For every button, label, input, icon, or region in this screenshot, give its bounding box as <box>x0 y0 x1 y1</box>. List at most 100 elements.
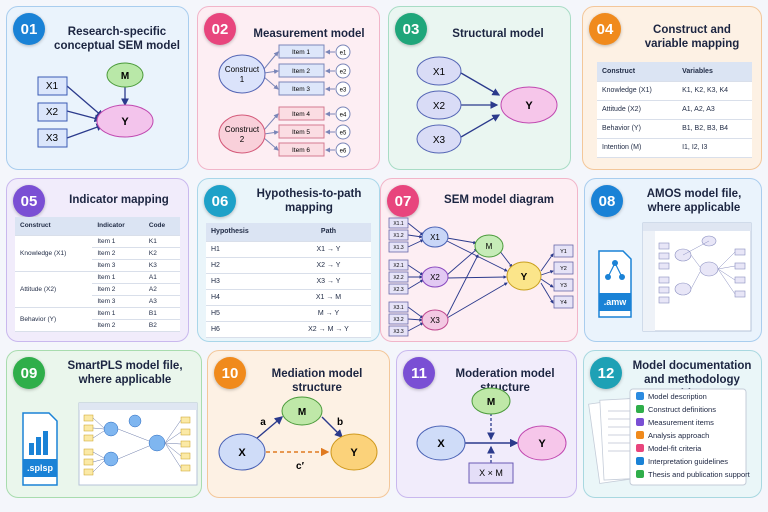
badge-12: 12 <box>590 357 622 389</box>
sem-x2-node <box>421 266 449 288</box>
sem-indicators-right <box>553 244 574 309</box>
document-stack <box>588 388 747 486</box>
svg-text:Item 4: Item 4 <box>292 111 310 118</box>
svg-text:Construct: Construct <box>225 65 260 74</box>
svg-text:Item 1: Item 1 <box>292 49 310 56</box>
svg-text:e3: e3 <box>340 88 347 94</box>
table-row: Attitude (X2)A1, A2, A3 <box>597 100 752 120</box>
svg-text:X3.1: X3.1 <box>393 305 404 311</box>
svg-text:Item 6: Item 6 <box>292 147 310 154</box>
svg-text:Y: Y <box>350 447 358 459</box>
sem-x1-node <box>421 226 449 248</box>
svg-text:X3: X3 <box>46 133 59 144</box>
check-icon <box>636 431 644 439</box>
y-node <box>500 86 558 124</box>
svg-text:c′: c′ <box>296 461 305 472</box>
moderation-diagram: X M Y X × M <box>416 387 567 484</box>
check-icon <box>636 470 644 478</box>
mediation-diagram: X M Y a b c′ <box>218 396 378 472</box>
svg-text:Y3: Y3 <box>560 283 567 289</box>
svg-text:X1.1: X1.1 <box>393 221 404 227</box>
sem-y-node <box>506 261 542 291</box>
sem-diagram: X1.1 X1.2 X1.3 X2.1 X2.2 X2.3 X3.1 X3.2 … <box>388 217 574 337</box>
checklist-item: Measurement items <box>636 418 714 427</box>
checklist-item: Model description <box>636 392 707 401</box>
x-node <box>416 425 466 461</box>
svg-text:X2: X2 <box>46 107 59 118</box>
check-icon <box>636 392 644 400</box>
check-icon <box>636 444 644 452</box>
checklist-item: Interpretation guidelines <box>636 457 728 466</box>
badge-10: 10 <box>214 357 246 389</box>
sem-indicators-left <box>388 217 409 337</box>
y-node <box>96 104 154 138</box>
svg-text:X2.3: X2.3 <box>393 287 404 293</box>
svg-text:X1: X1 <box>433 67 446 78</box>
badge-11: 11 <box>403 357 435 389</box>
m-node <box>106 62 144 88</box>
svg-text:X: X <box>238 447 246 459</box>
svg-text:X2: X2 <box>433 101 446 112</box>
x1-node <box>37 76 68 96</box>
badge-01: 01 <box>13 13 45 45</box>
card-sem-diagram: 07 SEM model diagram <box>380 178 578 342</box>
svg-text:Y: Y <box>525 100 533 112</box>
card-smartpls-file: 09 SmartPLS model file,where applicable … <box>6 350 202 498</box>
card-title: Measurement model <box>253 28 365 40</box>
svg-text:b: b <box>337 417 343 428</box>
badge-06: 06 <box>204 185 236 217</box>
card-moderation-structure: 11 Moderation model structure X M Y X × … <box>396 350 577 498</box>
x1-node <box>416 56 462 86</box>
table-row: Knowledge (X1)K1, K2, K3, K4 <box>597 81 752 101</box>
structural-diagram: X1 X2 X3 Y <box>416 56 558 154</box>
svg-text:X1.2: X1.2 <box>393 233 404 239</box>
m-node <box>471 387 511 415</box>
item-boxes <box>278 44 325 157</box>
svg-text:Y4: Y4 <box>560 300 567 306</box>
svg-text:X3.3: X3.3 <box>393 329 404 335</box>
badge-03: 03 <box>395 13 427 45</box>
svg-text:X1.3: X1.3 <box>393 245 404 251</box>
checklist-item: Model-fit criteria <box>636 444 701 453</box>
svg-text:M: M <box>486 242 493 251</box>
svg-text:X1: X1 <box>46 81 59 92</box>
badge-02: 02 <box>204 13 236 45</box>
svg-text:X × M: X × M <box>479 468 503 478</box>
svg-text:e2: e2 <box>340 70 347 76</box>
badge-04: 04 <box>589 13 621 45</box>
construct1-node <box>218 54 266 94</box>
card-title: Indicator mapping <box>69 194 169 206</box>
svg-text:X1: X1 <box>430 233 440 242</box>
checklist-item: Construct definitions <box>636 405 716 414</box>
svg-text:X3.2: X3.2 <box>393 317 404 323</box>
sem-x3-node <box>421 309 449 331</box>
y-node <box>330 433 378 471</box>
smartpls-illustration: .splsp <box>22 402 198 486</box>
check-icon <box>636 457 644 465</box>
svg-text:e1: e1 <box>340 51 347 57</box>
x2-node <box>37 102 68 122</box>
badge-07: 07 <box>387 185 419 217</box>
svg-text:Item 3: Item 3 <box>292 86 310 93</box>
checklist-panel <box>629 388 747 486</box>
svg-text:M: M <box>298 407 306 418</box>
svg-text:Item 2: Item 2 <box>292 68 310 75</box>
x-node <box>218 433 266 471</box>
